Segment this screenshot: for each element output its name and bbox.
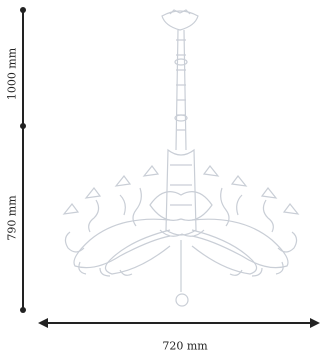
chandelier-illustration [62, 9, 300, 307]
arm-left-inner [104, 229, 171, 275]
central-body [165, 148, 197, 236]
width-label: 720 mm [162, 339, 208, 353]
lower-height-label: 790 mm [5, 195, 19, 241]
stem [175, 29, 187, 151]
vertical-marker-bottom [20, 307, 26, 313]
vertical-marker-middle [20, 123, 26, 129]
bottom-crystal [175, 293, 189, 307]
vertical-marker-top [20, 7, 26, 13]
ceiling-canopy [161, 10, 199, 31]
arrow-left [38, 318, 48, 328]
arm-right-inner [191, 229, 258, 275]
arrow-right [310, 318, 320, 328]
arm-right-outer [191, 218, 289, 269]
arm-left-outer [73, 218, 171, 269]
upper-height-label: 1000 mm [5, 47, 19, 101]
